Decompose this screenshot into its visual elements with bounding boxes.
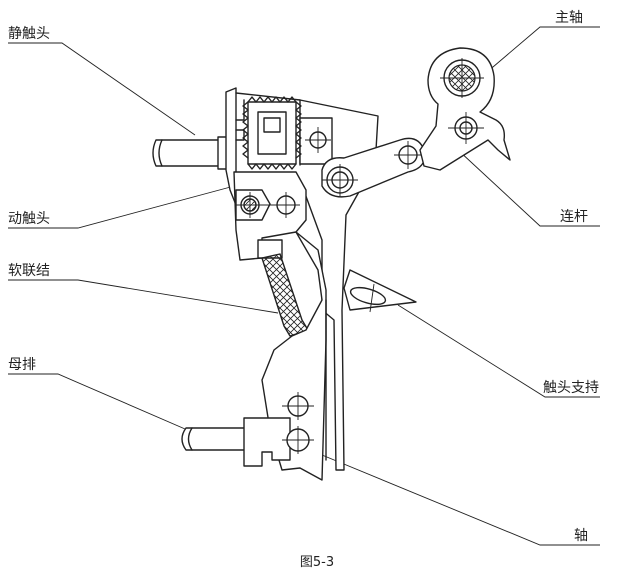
leader-flexible-link [8, 279, 279, 314]
label-flexible-link: 软联结 [8, 263, 50, 279]
contact-spring-block [242, 96, 302, 170]
label-main-shaft: 主轴 [555, 10, 583, 26]
leader-moving-contact [8, 184, 239, 229]
busbar-terminal [181, 417, 291, 467]
label-static-contact: 静触头 [8, 26, 50, 42]
moving-contact [233, 171, 307, 261]
leader-static-contact [8, 42, 196, 136]
static-contact [152, 136, 231, 170]
leader-busbar [8, 373, 193, 433]
label-busbar: 母排 [8, 357, 36, 373]
leader-contact-support [397, 304, 600, 398]
shaft-pivots [282, 392, 314, 454]
figure-caption: 图5-3 [300, 555, 334, 570]
label-connecting-rod: 连杆 [560, 209, 588, 225]
connecting-rod [321, 137, 426, 198]
leader-connecting-rod [457, 149, 600, 227]
label-moving-contact: 动触头 [8, 211, 50, 227]
leader-lines [8, 26, 600, 546]
label-contact-support: 触头支持 [543, 380, 599, 396]
flexible-link [261, 253, 309, 337]
main-shaft-crank [419, 47, 511, 171]
label-shaft: 轴 [574, 528, 588, 544]
contact-support [343, 269, 417, 313]
leader-shaft [321, 454, 600, 546]
labels: 静触头 动触头 软联结 母排 主轴 连杆 触头支持 轴 图5-3 [8, 10, 599, 570]
